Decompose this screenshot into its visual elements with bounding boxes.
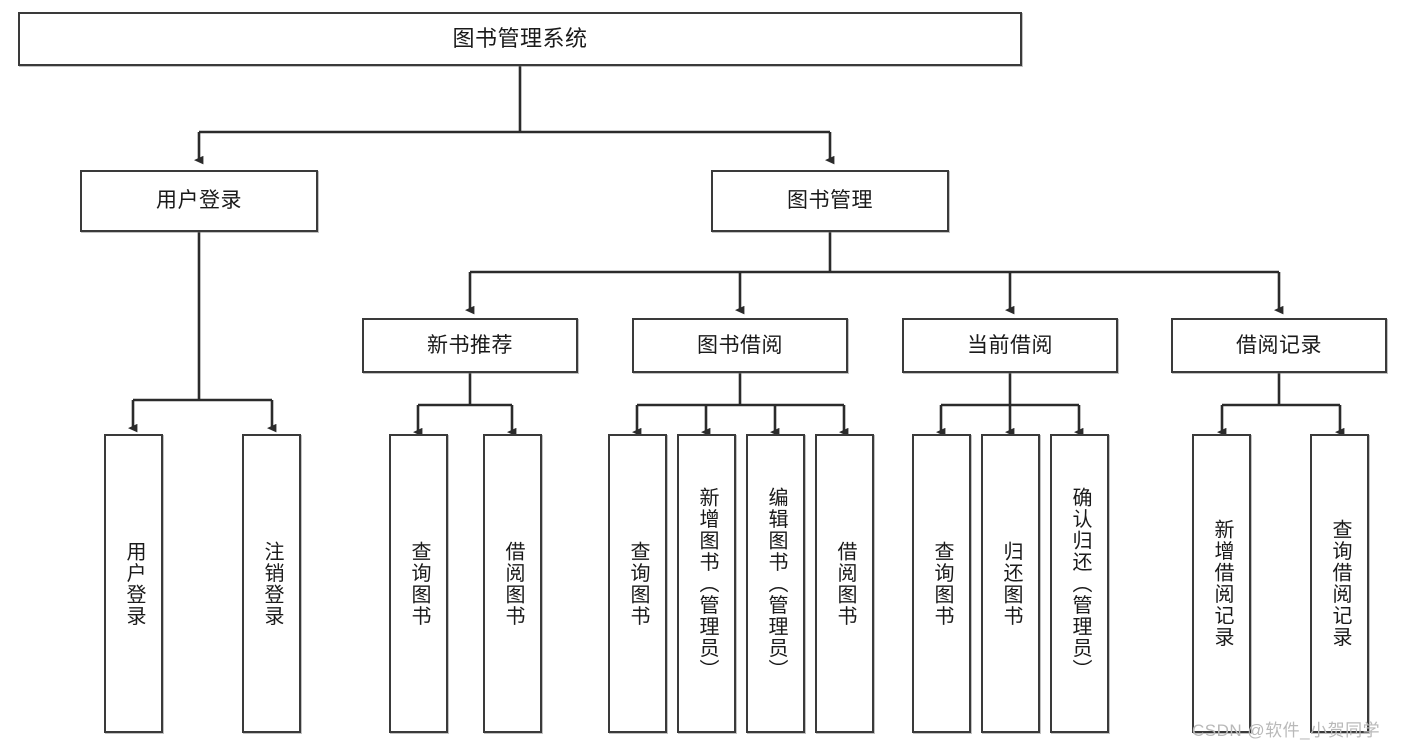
node-current-borrow[interactable]: 当前借阅 [902,318,1118,373]
node-leaf-add-book[interactable]: 新增图书（管理员） [677,434,736,733]
node-label: 归还图书 [1000,540,1022,627]
node-label: 借阅图书 [502,540,524,627]
node-leaf-borrow-book-1[interactable]: 借阅图书 [483,434,542,733]
node-user-login[interactable]: 用户登录 [80,170,318,232]
node-label: 编辑图书（管理员） [765,486,787,681]
node-leaf-return-book[interactable]: 归还图书 [981,434,1040,733]
node-label: 查询图书 [408,540,430,627]
node-leaf-query-record[interactable]: 查询借阅记录 [1310,434,1369,733]
node-label: 用户登录 [156,189,242,213]
node-label: 新增借阅记录 [1211,519,1233,648]
node-leaf-confirm-return[interactable]: 确认归还（管理员） [1050,434,1109,733]
node-label: 用户登录 [123,540,145,627]
node-label: 确认归还（管理员） [1069,486,1091,681]
node-label: 注销登录 [261,540,283,627]
node-label: 当前借阅 [967,333,1053,357]
node-borrow-record[interactable]: 借阅记录 [1171,318,1387,373]
node-leaf-query-book-3[interactable]: 查询图书 [912,434,971,733]
node-label: 新增图书（管理员） [696,486,718,681]
node-label: 新书推荐 [427,333,513,357]
node-label: 查询图书 [627,540,649,627]
node-leaf-edit-book[interactable]: 编辑图书（管理员） [746,434,805,733]
node-leaf-query-book-1[interactable]: 查询图书 [389,434,448,733]
node-label: 借阅记录 [1236,333,1322,357]
node-label: 图书管理系统 [452,25,588,51]
node-leaf-borrow-book-2[interactable]: 借阅图书 [815,434,874,733]
watermark-text: CSDN @软件_小贺同学 [1192,721,1381,740]
node-new-book-recommend[interactable]: 新书推荐 [362,318,578,373]
node-book-management[interactable]: 图书管理 [711,170,949,232]
node-label: 查询借阅记录 [1329,519,1351,648]
node-label: 图书管理 [787,189,873,213]
node-label: 查询图书 [931,540,953,627]
node-label: 借阅图书 [834,540,856,627]
node-book-borrow[interactable]: 图书借阅 [632,318,848,373]
node-leaf-query-book-2[interactable]: 查询图书 [608,434,667,733]
node-root-system[interactable]: 图书管理系统 [18,12,1022,66]
node-label: 图书借阅 [697,333,783,357]
node-leaf-user-logout[interactable]: 注销登录 [242,434,301,733]
node-leaf-user-login[interactable]: 用户登录 [104,434,163,733]
node-leaf-add-record[interactable]: 新增借阅记录 [1192,434,1251,733]
